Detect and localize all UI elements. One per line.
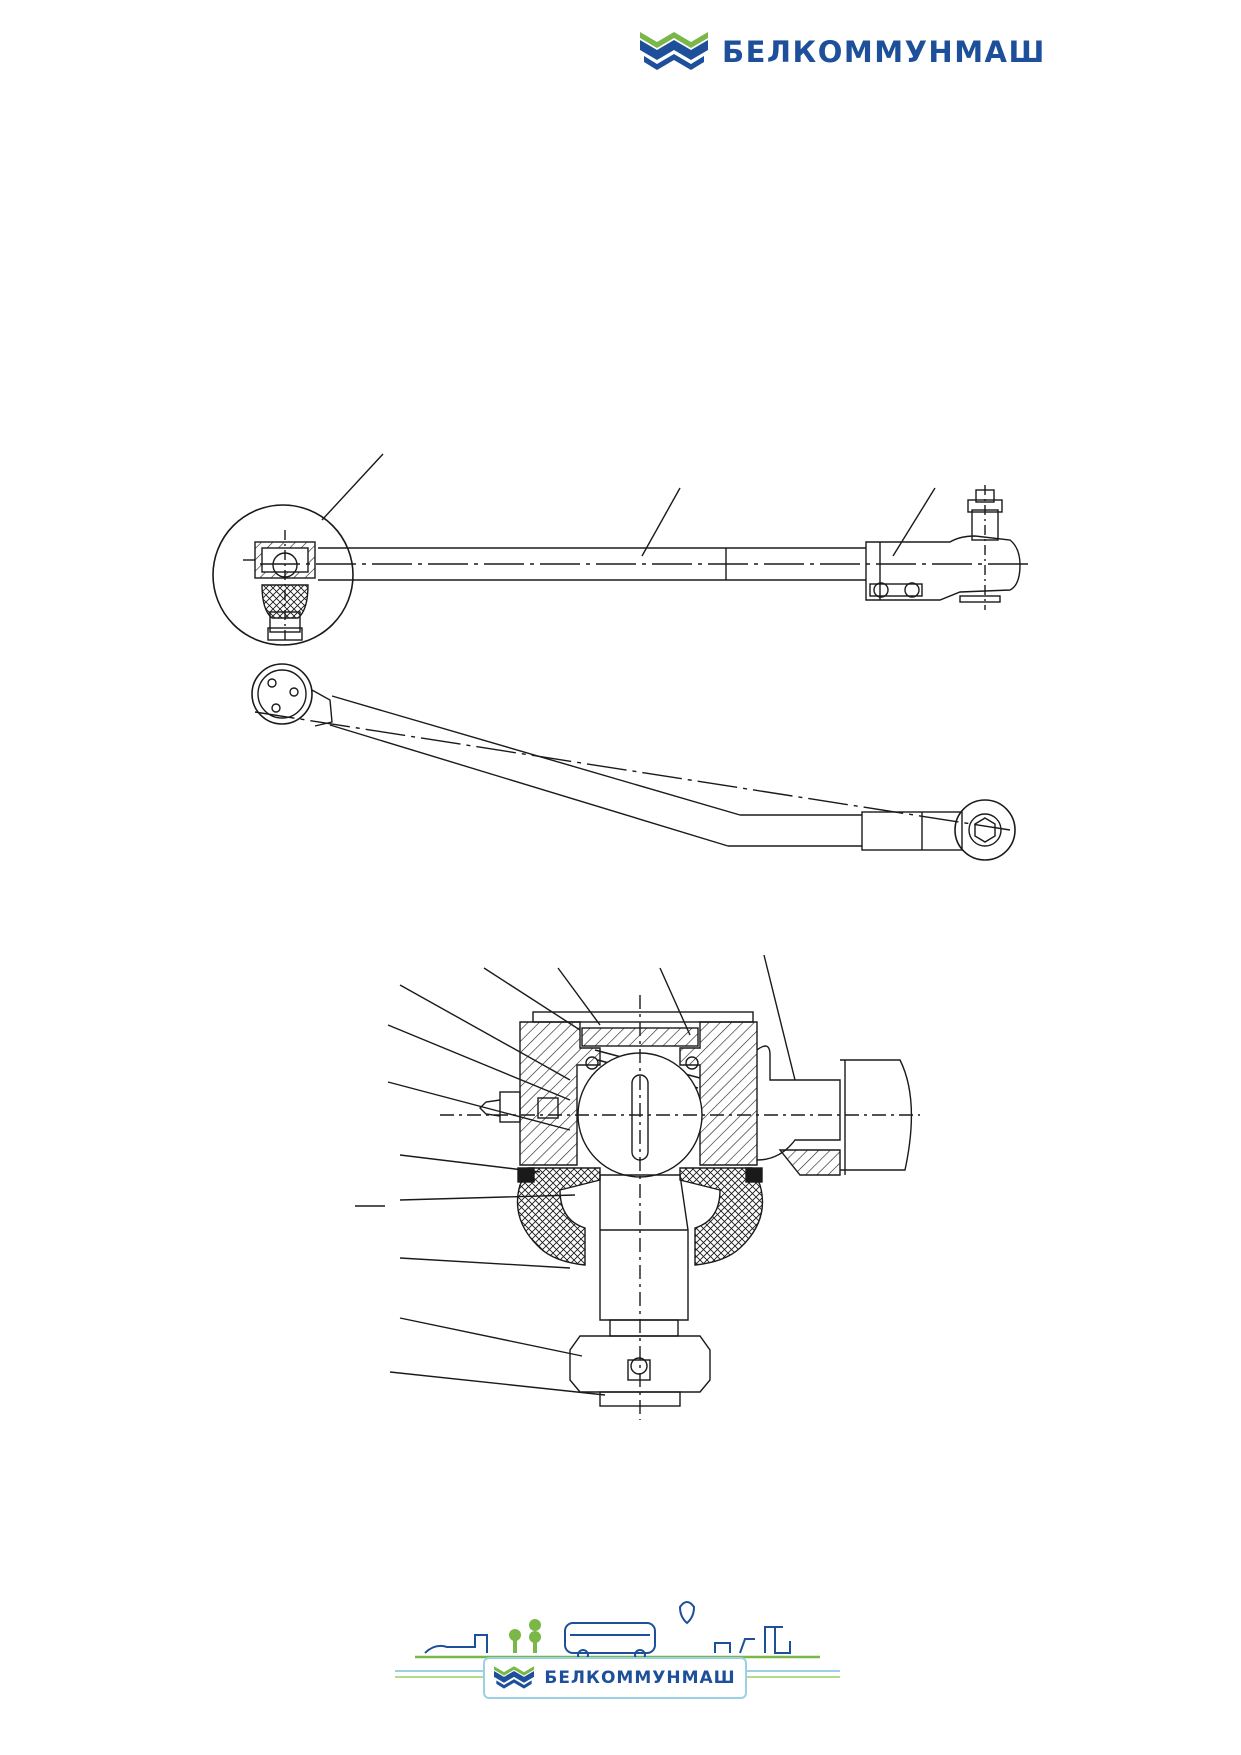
tie-rod-plan-view: [251, 663, 1016, 861]
city-skyline-icon: [415, 1601, 820, 1661]
footer-logo-badge: БЕЛКОММУНМАШ: [483, 1657, 747, 1699]
brand-name: БЕЛКОММУНМАШ: [722, 35, 1046, 69]
header-logo: БЕЛКОММУНМАШ: [640, 26, 1060, 78]
footer-brand-name: БЕЛКОММУНМАШ: [544, 1668, 736, 1688]
detail-circle: [212, 504, 354, 646]
footer-banner: БЕЛКОММУНМАШ: [395, 1595, 840, 1705]
tie-rod-side-view: [212, 453, 1030, 646]
logo-chevron-icon: [494, 1666, 535, 1689]
logo-chevron-icon: [640, 32, 708, 70]
ball-joint-section: [355, 954, 920, 1420]
